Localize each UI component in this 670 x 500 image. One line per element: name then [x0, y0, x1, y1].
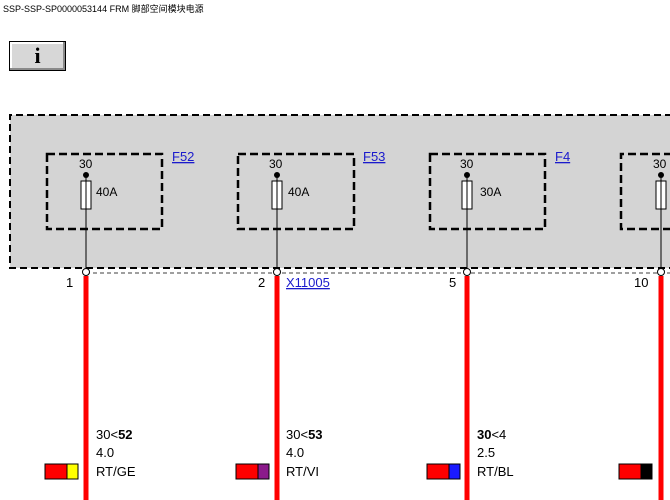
pin-number: 1 [66, 275, 73, 290]
wire-signal-suffix: 52 [118, 427, 132, 442]
wire-color-swatch-secondary [448, 463, 461, 480]
pin-node [463, 268, 471, 276]
info-icon: i [34, 43, 41, 68]
wire-5: 5 30<4 2.5 RT/BL [426, 268, 514, 500]
pin-node [273, 268, 281, 276]
wire-signal-prefix: 30< [96, 427, 118, 442]
wire-color-swatch-secondary [257, 463, 270, 480]
wire-10: 10 [618, 268, 665, 500]
page-title: SSP-SSP-SP0000053144 FRM 脚部空间模块电源 [3, 4, 204, 14]
wire-signal-suffix: <4 [491, 427, 506, 442]
fuse-partial: 30 [619, 152, 670, 270]
pin-number: 10 [634, 275, 648, 290]
fuse-f4: 30 30A F4 [428, 149, 570, 270]
fuse-terminal: 30 [269, 157, 283, 171]
pin-node [82, 268, 90, 276]
fuse-link-f52[interactable]: F52 [172, 149, 194, 164]
fuse-f53: 30 40A F53 [236, 149, 385, 270]
pin-number: 5 [449, 275, 456, 290]
svg-text:30<52: 30<52 [96, 427, 133, 442]
fuse-rating: 40A [288, 185, 309, 199]
svg-text:30<53: 30<53 [286, 427, 323, 442]
fuse-terminal: 30 [653, 157, 667, 171]
pin-node [657, 268, 665, 276]
wire-color-code: RT/VI [286, 464, 319, 479]
wire-color-swatch-primary [618, 463, 642, 480]
wire-size: 4.0 [96, 445, 114, 460]
fuse-rating: 40A [96, 185, 117, 199]
fuse-link-f53[interactable]: F53 [363, 149, 385, 164]
wire-signal-suffix: 53 [308, 427, 322, 442]
wire-color-swatch-primary [235, 463, 259, 480]
wire-color-swatch-secondary [66, 463, 79, 480]
fuse-box [619, 152, 670, 231]
wire-signal-prefix: 30 [477, 427, 491, 442]
fuse-terminal: 30 [460, 157, 474, 171]
fuse-box [428, 152, 547, 231]
svg-text:30<4: 30<4 [477, 427, 506, 442]
fuse-f52: 30 40A F52 [45, 149, 194, 270]
wire-size: 4.0 [286, 445, 304, 460]
fuse-box [45, 152, 164, 231]
wire-size: 2.5 [477, 445, 495, 460]
connector-link[interactable]: X11005 [286, 275, 330, 290]
fuse-link-f4[interactable]: F4 [555, 149, 570, 164]
wire-signal-prefix: 30< [286, 427, 308, 442]
wire-color-swatch-secondary [640, 463, 653, 480]
info-button[interactable]: i [9, 41, 66, 71]
wire-color-swatch-primary [426, 463, 450, 480]
fuse-rating: 30A [480, 185, 501, 199]
fuse-terminal: 30 [79, 157, 93, 171]
wire-color-swatch-primary [44, 463, 68, 480]
wire-1: 1 30<52 4.0 RT/GE [44, 268, 136, 500]
pin-number: 2 [258, 275, 265, 290]
wire-color-code: RT/BL [477, 464, 514, 479]
wire-2: 2 X11005 30<53 4.0 RT/VI [235, 268, 330, 500]
wire-color-code: RT/GE [96, 464, 136, 479]
